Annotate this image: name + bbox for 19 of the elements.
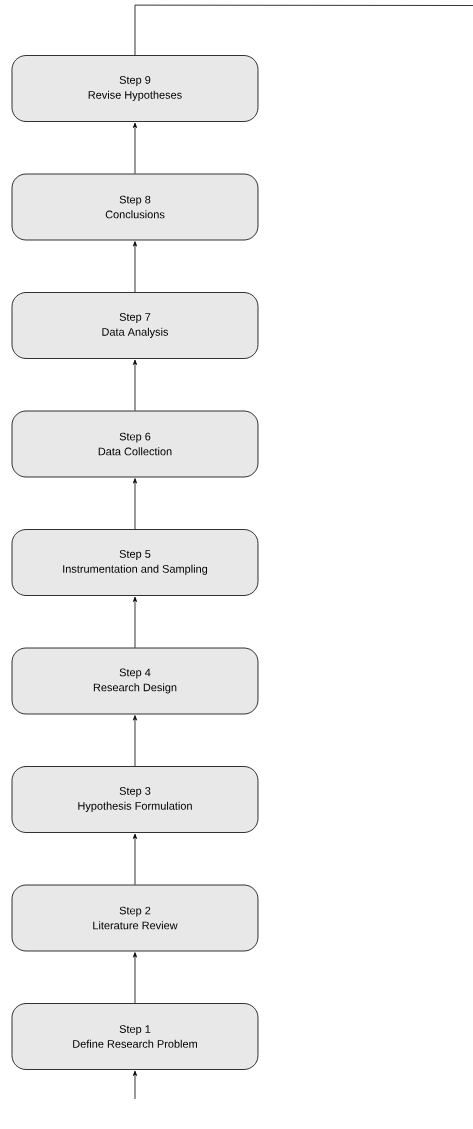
arrow	[133, 1070, 137, 1100]
step-box: Step 7 Data Analysis	[11, 292, 259, 359]
step-box: Step 8 Conclusions	[11, 173, 259, 241]
arrow	[133, 715, 137, 767]
arrow	[133, 478, 137, 530]
step-box: Step 4 Research Design	[11, 647, 259, 715]
step-box: Step 5 Instrumentation and Sampling	[11, 529, 259, 596]
step-box: Step 3 Hypothesis Formulation	[11, 766, 259, 833]
step-box: Step 1 Define Research Problem	[11, 1003, 259, 1070]
arrow	[133, 122, 137, 174]
step-box: Step 9 Revise Hypotheses	[11, 55, 259, 122]
arrow	[133, 241, 137, 293]
arrow	[133, 833, 137, 885]
connector-line	[134, 4, 473, 56]
step-box: Step 2 Literature Review	[11, 884, 259, 952]
step-box: Step 6 Data Collection	[11, 410, 259, 478]
arrow	[133, 359, 137, 411]
arrow	[133, 952, 137, 1004]
arrow	[133, 596, 137, 648]
